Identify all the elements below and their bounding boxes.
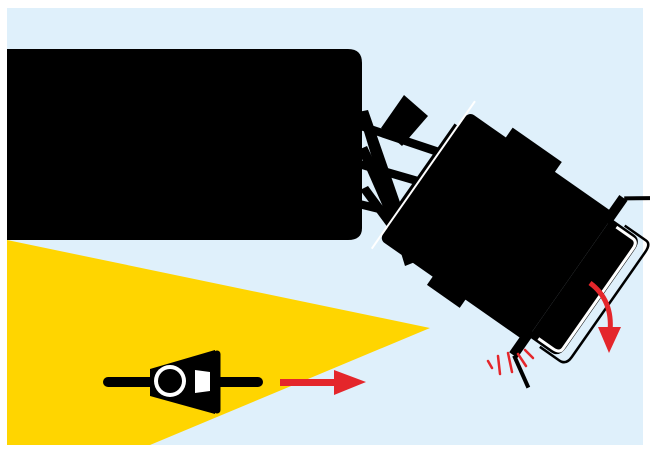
cab-window (381, 95, 428, 146)
blind-spot-zone (7, 240, 430, 445)
cyclist-top-view (103, 350, 263, 414)
truck-body (7, 49, 362, 240)
arrow-right-icon (280, 370, 366, 395)
curved-arrow-icon (588, 280, 621, 353)
impact-lines-icon (486, 348, 535, 376)
truck-cab (370, 100, 650, 389)
